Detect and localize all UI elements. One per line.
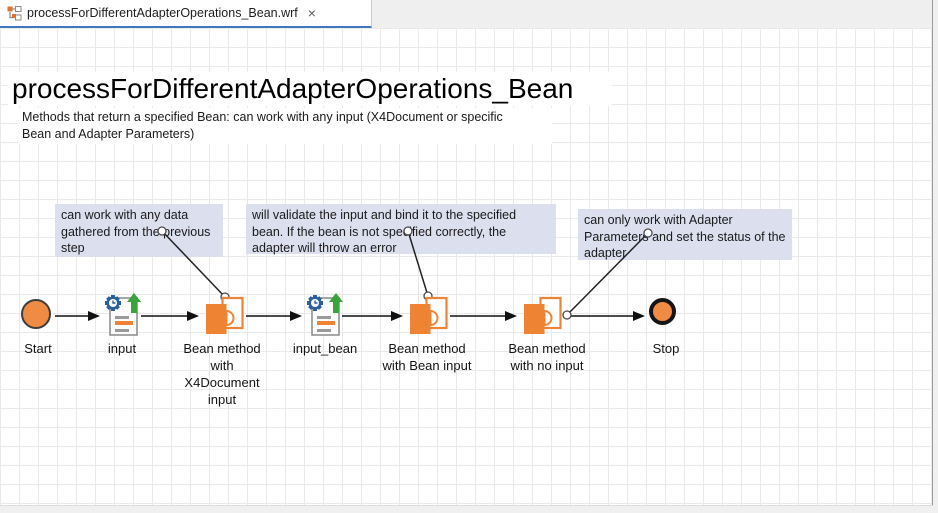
annotation-previous-step[interactable]: can work with any data gathered from the… xyxy=(55,204,223,257)
upload-arrow-icon xyxy=(329,293,343,313)
workflow-file-icon xyxy=(7,6,22,21)
process-description: Methods that return a specified Bean: ca… xyxy=(18,108,552,144)
adapter-step-bean-no-input-icon[interactable] xyxy=(520,295,562,337)
annotation-validate-bind[interactable]: will validate the input and bind it to t… xyxy=(246,204,556,255)
annotation-adapter-params[interactable]: can only work with Adapter Parameters an… xyxy=(578,209,792,260)
mapping-step-input-icon[interactable] xyxy=(103,293,141,337)
tab-process-wrf[interactable]: processForDifferentAdapterOperations_Bea… xyxy=(0,0,372,28)
process-title: processForDifferentAdapterOperations_Bea… xyxy=(8,72,612,106)
gear-clock-icon xyxy=(307,295,323,311)
workflow-canvas[interactable]: processForDifferentAdapterOperations_Bea… xyxy=(0,28,933,505)
node-label-bean-x4document: Bean method with X4Document input xyxy=(183,341,261,407)
adapter-step-bean-x4document-icon[interactable] xyxy=(202,295,244,337)
node-label-input: input xyxy=(107,341,137,356)
tab-title: processForDifferentAdapterOperations_Bea… xyxy=(27,6,298,20)
mapping-step-input-bean-icon[interactable] xyxy=(305,293,343,337)
node-label-bean-no-input: Bean method with no input xyxy=(508,341,586,373)
tab-close-icon[interactable]: × xyxy=(307,5,316,21)
node-label-bean-bean-input: Bean method with Bean input xyxy=(382,341,472,373)
vertical-scrollbar[interactable] xyxy=(932,0,938,513)
upload-arrow-icon xyxy=(127,293,141,313)
start-event-node[interactable] xyxy=(21,299,51,329)
editor-tab-bar: processForDifferentAdapterOperations_Bea… xyxy=(0,0,938,28)
node-label-start: Start xyxy=(24,341,52,356)
stop-event-node[interactable] xyxy=(649,298,676,325)
horizontal-scrollbar[interactable] xyxy=(0,505,933,513)
node-label-input-bean: input_bean xyxy=(292,341,358,356)
node-label-stop: Stop xyxy=(652,341,680,356)
gear-clock-icon xyxy=(105,295,121,311)
adapter-step-bean-bean-input-icon[interactable] xyxy=(406,295,448,337)
